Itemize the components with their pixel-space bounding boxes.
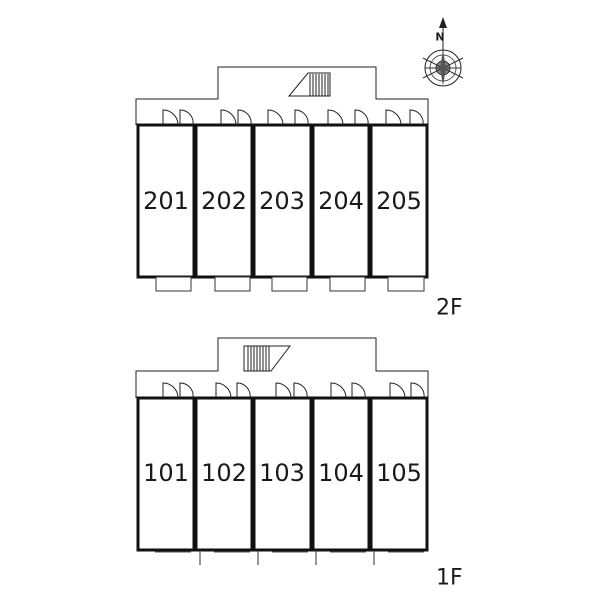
balcony xyxy=(271,276,308,292)
room-number: 205 xyxy=(376,187,422,215)
room-203: 203 xyxy=(252,109,313,292)
room-201: 201 xyxy=(136,109,196,292)
floor-label-2f: 2F xyxy=(436,296,463,321)
room-number: 101 xyxy=(143,459,189,487)
door-icon xyxy=(220,109,252,126)
balcony xyxy=(155,276,192,292)
door-icon xyxy=(267,109,309,126)
floor-2f: 201 202 203 xyxy=(135,66,463,321)
room-205: 205 xyxy=(369,109,429,292)
balcony xyxy=(387,276,425,292)
room-202: 202 xyxy=(194,109,254,292)
room-number: 102 xyxy=(201,459,247,487)
door-icon xyxy=(327,109,369,126)
balcony xyxy=(214,276,251,292)
corridor-outline-1f xyxy=(135,337,429,398)
room-number: 105 xyxy=(376,459,422,487)
room-number: 204 xyxy=(318,187,364,215)
room-number: 103 xyxy=(259,459,305,487)
room-102: 102 xyxy=(194,382,254,565)
floor-1f: 101 102 103 xyxy=(135,337,463,591)
floor-label-1f: 1F xyxy=(436,566,463,591)
compass-icon: N xyxy=(422,17,464,87)
door-icon xyxy=(162,109,194,126)
door-icon xyxy=(275,382,308,399)
door-icon xyxy=(162,382,194,399)
balcony xyxy=(329,276,366,292)
room-number: 203 xyxy=(259,187,305,215)
room-204: 204 xyxy=(311,109,371,292)
door-icon xyxy=(389,382,425,399)
room-number: 201 xyxy=(143,187,189,215)
door-icon xyxy=(215,382,251,399)
door-icon xyxy=(385,109,424,126)
north-label: N xyxy=(435,31,444,44)
stairs-icon xyxy=(243,345,292,372)
door-icon xyxy=(330,382,366,399)
room-number: 202 xyxy=(201,187,247,215)
room-104: 104 xyxy=(311,382,371,565)
room-number: 104 xyxy=(318,459,364,487)
room-101: 101 xyxy=(136,382,196,553)
room-105: 105 xyxy=(369,382,429,565)
stairs-icon xyxy=(287,72,331,97)
room-103: 103 xyxy=(252,382,313,565)
corridor-outline-2f xyxy=(135,66,429,125)
